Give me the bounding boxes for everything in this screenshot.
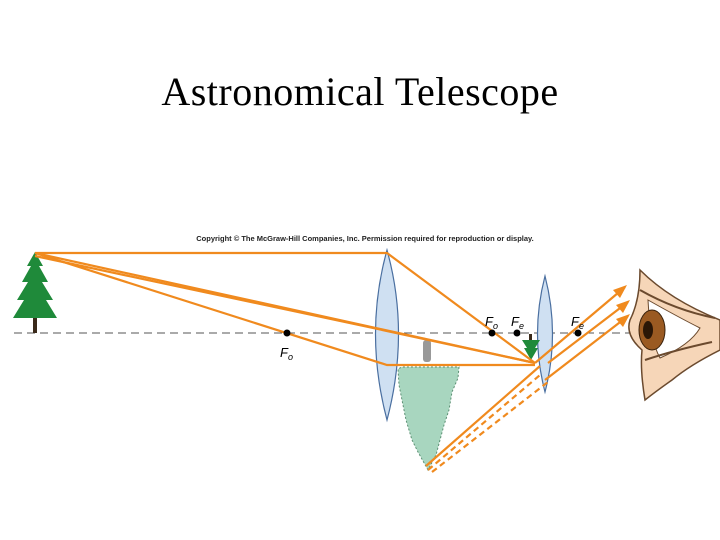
fo-right-label: Fo [485, 314, 498, 331]
fo-left-point [283, 329, 291, 337]
ray-arrowheads [613, 285, 630, 327]
objective-lens [374, 247, 400, 423]
fe-left-point [513, 329, 521, 337]
fo-left-label: Fo [280, 345, 293, 362]
copyright-notice: Copyright © The McGraw-Hill Companies, I… [196, 234, 534, 243]
intermediate-image-tree [522, 334, 540, 360]
fe-left-label: Fe [511, 314, 524, 331]
final-image-tree [397, 340, 460, 472]
fo-right-point [488, 329, 496, 337]
light-rays [34, 251, 629, 473]
object-tree [13, 252, 57, 333]
eye-icon [628, 268, 720, 402]
fe-right-point [574, 329, 582, 337]
page-title: Astronomical Telescope [161, 69, 559, 114]
fe-right-label: Fe [571, 314, 584, 331]
